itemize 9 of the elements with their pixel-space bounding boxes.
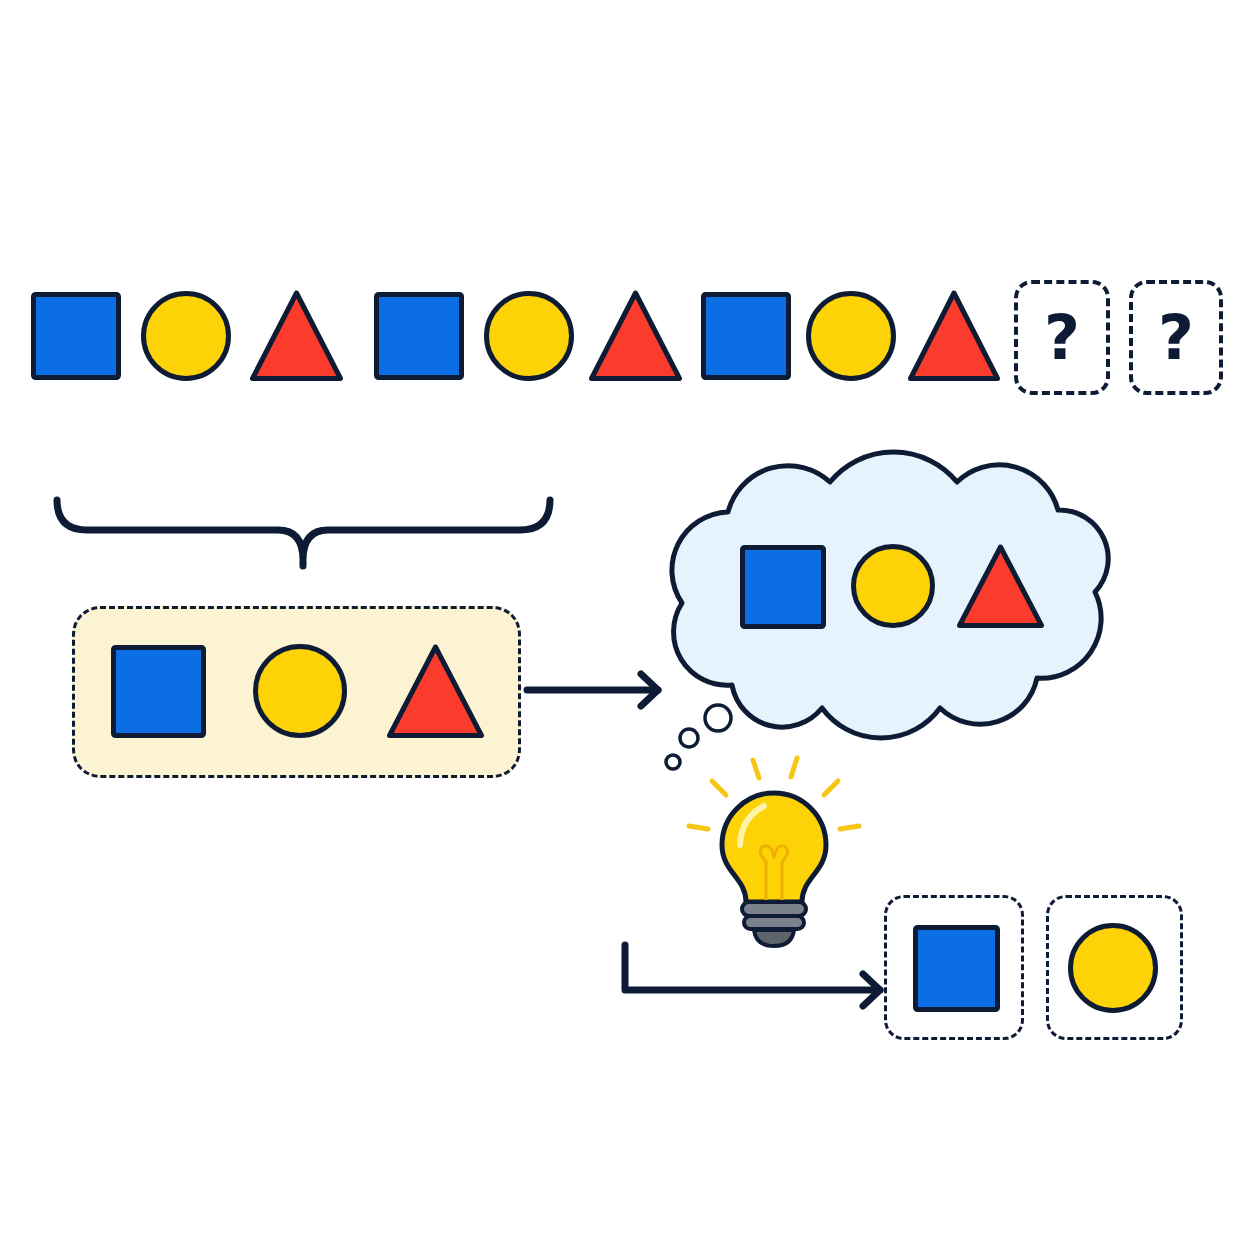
pattern-group-box [72, 606, 521, 778]
placeholder-slot [1129, 280, 1223, 395]
arrow [621, 941, 884, 1010]
answer-slot [1046, 895, 1183, 1040]
question-mark: ? [1158, 306, 1194, 369]
arrow [523, 670, 662, 710]
answer-slot [884, 895, 1024, 1040]
placeholder-slot [1014, 280, 1110, 395]
question-mark: ? [1044, 306, 1080, 369]
